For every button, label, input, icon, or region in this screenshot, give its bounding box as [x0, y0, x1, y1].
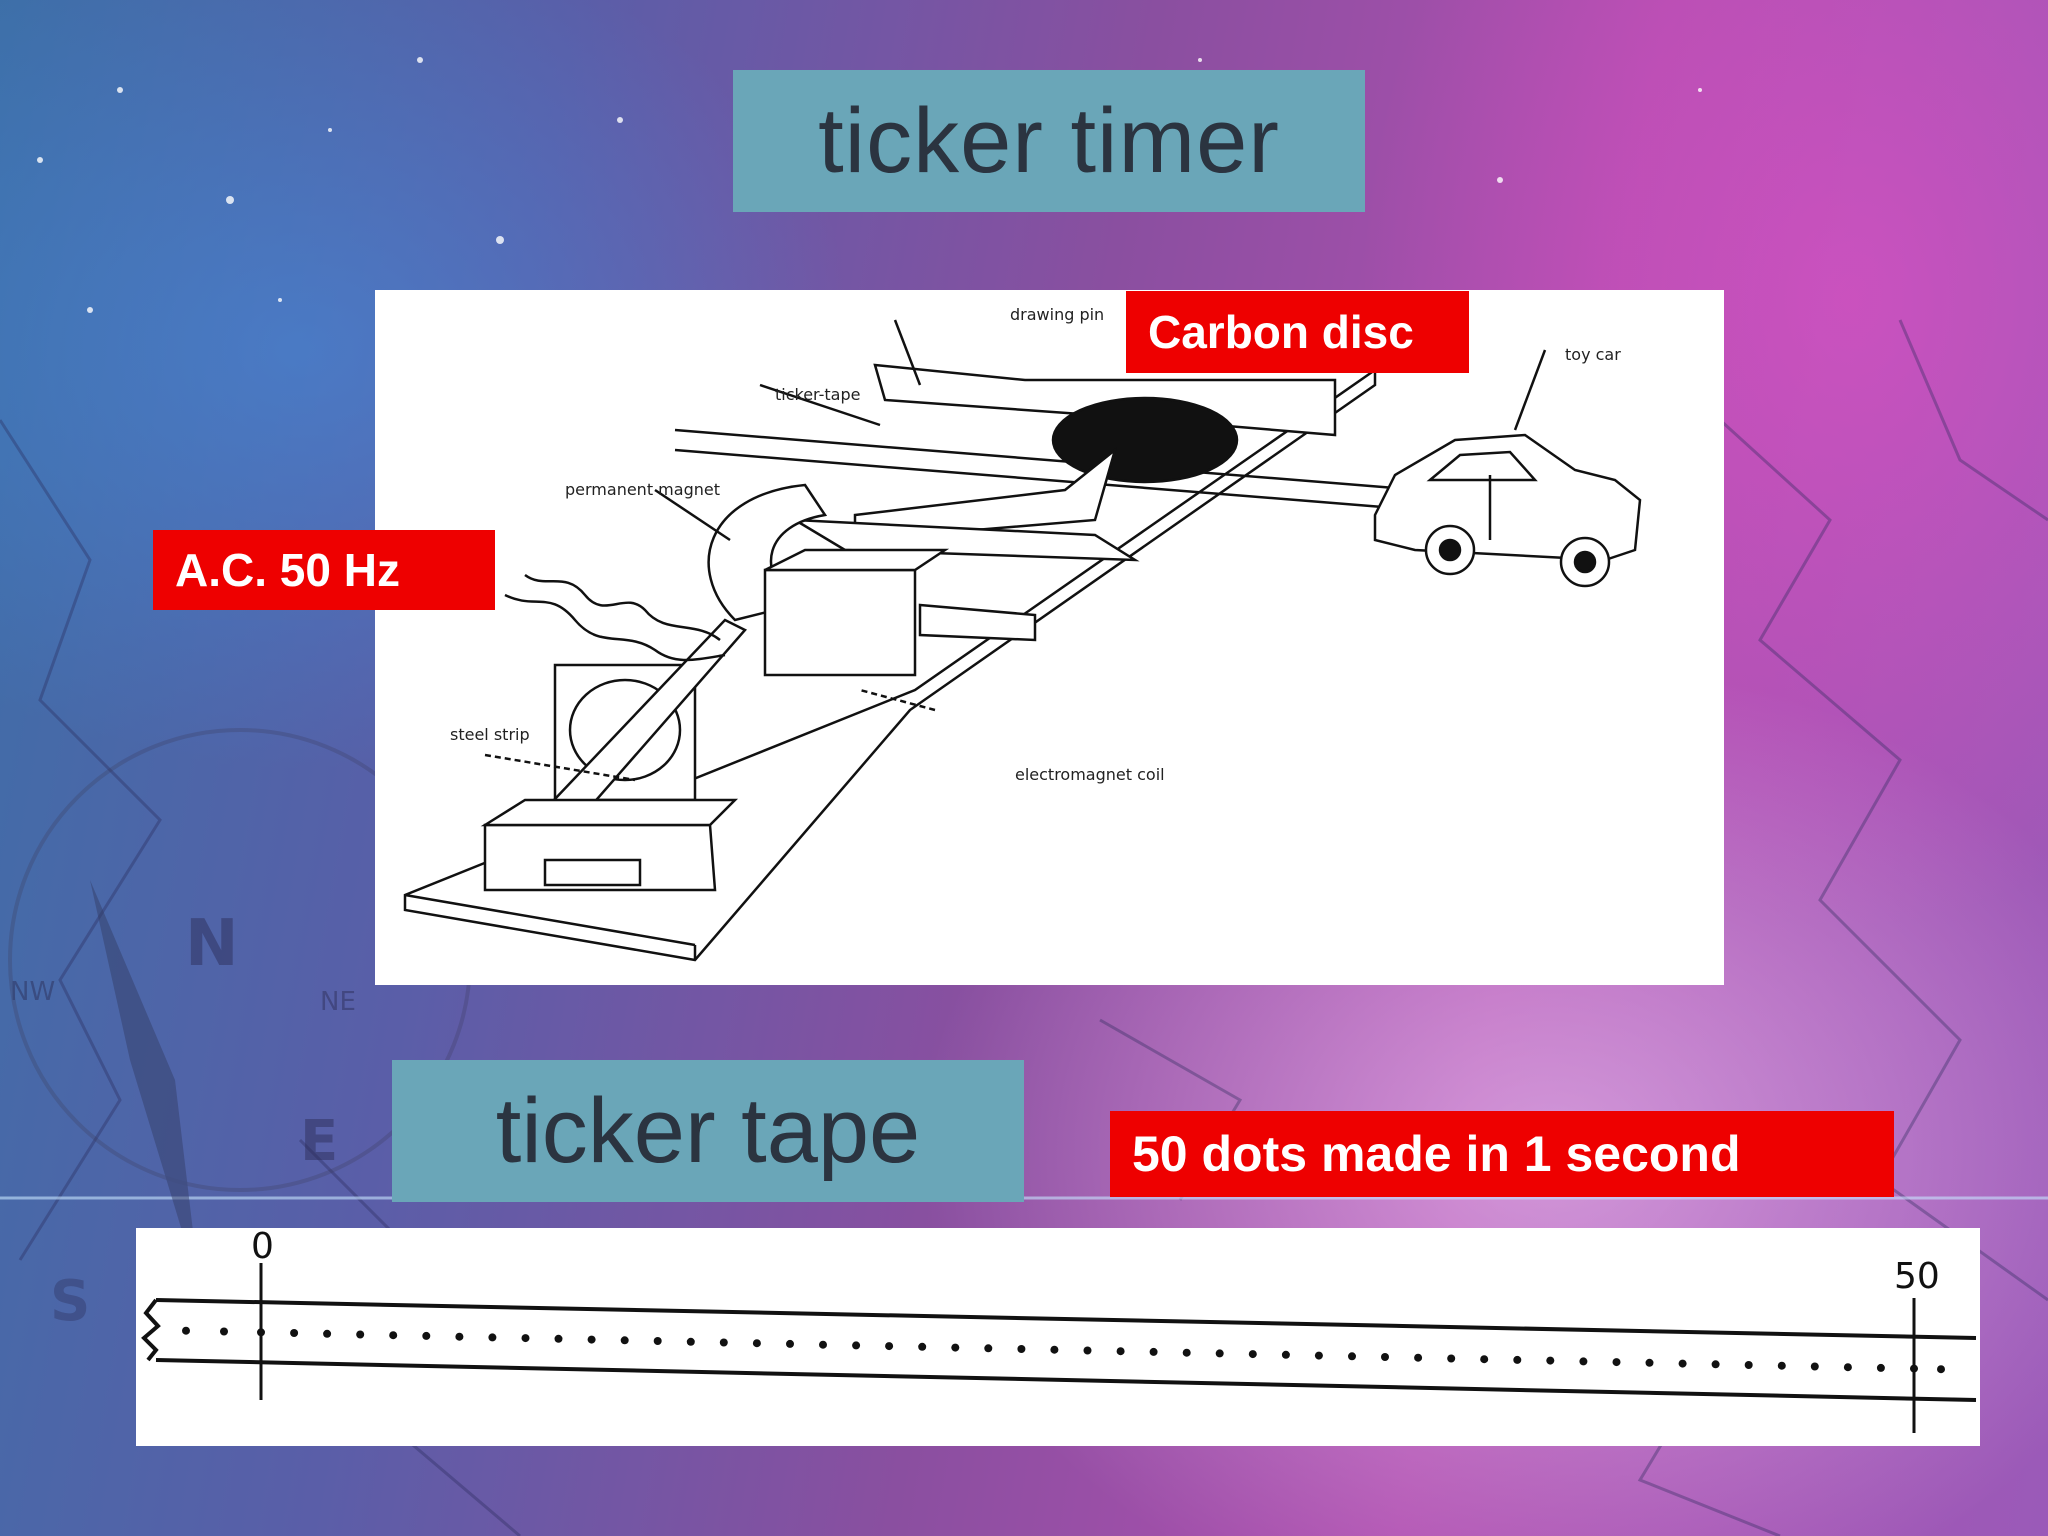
tape-dot [1447, 1354, 1456, 1363]
label-permanent-magnet: permanent magnet [565, 480, 720, 499]
tape-dot [1744, 1361, 1753, 1369]
ac-supply-label: A.C. 50 Hz [153, 530, 495, 610]
tape-dot [752, 1339, 761, 1348]
tape-dot [1910, 1364, 1918, 1373]
dots-rate-label: 50 dots made in 1 second [1110, 1111, 1894, 1197]
tape-dot [1678, 1359, 1687, 1368]
tape-dot [1480, 1355, 1489, 1364]
tape-dot [1017, 1345, 1026, 1353]
tape-dot [554, 1334, 563, 1343]
tape-dot [1149, 1347, 1158, 1356]
label-ticker-tape: ticker-tape [775, 385, 860, 404]
tape-dot [1182, 1348, 1191, 1357]
tape-dot [786, 1339, 794, 1348]
tape-dot [1414, 1353, 1423, 1362]
tape-dot [257, 1328, 265, 1337]
tape-dot [1215, 1349, 1224, 1358]
tape-dot [885, 1342, 894, 1351]
compass-icon: N NW NE E S [8, 728, 472, 1334]
compass-ne-label: NE [320, 987, 356, 1017]
tape-dot [356, 1330, 365, 1339]
compass-nw-label: NW [10, 977, 55, 1007]
toy-car-icon [1373, 433, 1642, 588]
diagram-drawing: drawing pin ticker-tape permanent magnet… [403, 305, 1642, 962]
label-electromagnet-coil: electromagnet coil [1015, 765, 1165, 784]
tape-dot [1876, 1363, 1885, 1372]
tape-dot [984, 1344, 993, 1353]
tape-dot [1843, 1363, 1852, 1372]
ticker-tape-heading: ticker tape [495, 1079, 921, 1182]
compass-s-label: S [50, 1269, 90, 1334]
tape-dot [852, 1341, 861, 1350]
tape-dot [1083, 1346, 1092, 1355]
label-steel-strip: steel strip [450, 725, 530, 744]
tape-end-mark: 50 [1894, 1256, 1940, 1297]
tape-dot [918, 1342, 927, 1351]
tape-dot [1937, 1365, 1945, 1374]
tape-dot [220, 1327, 228, 1336]
tape-dot [323, 1329, 332, 1338]
ticker-timer-diagram: drawing pin ticker-tape permanent magnet… [375, 290, 1724, 985]
tape-dot [719, 1338, 728, 1347]
tape-dot [1381, 1353, 1389, 1361]
tape-dot [422, 1331, 431, 1340]
tape-dot [1050, 1345, 1059, 1354]
tape-dot [1513, 1355, 1522, 1364]
ticker-tape-strip: 0 50 [136, 1226, 1980, 1446]
tape-dot [389, 1331, 398, 1340]
tape-dot [587, 1335, 596, 1344]
compass-n-label: N [185, 907, 239, 981]
tape-dot [1579, 1357, 1588, 1366]
tape-dot [455, 1332, 464, 1341]
tape-dot [1314, 1351, 1323, 1360]
tape-dot [290, 1329, 299, 1337]
tape-dot [1645, 1358, 1654, 1367]
label-toy-car: toy car [1565, 345, 1621, 364]
tape-dot [1546, 1356, 1555, 1365]
title-banner: ticker timer [733, 70, 1365, 212]
carbon-disc-label: Carbon disc [1126, 291, 1469, 373]
tape-dot [521, 1334, 530, 1343]
compass-e-label: E [300, 1109, 338, 1174]
tape-dot [1711, 1360, 1720, 1369]
page-title: ticker timer [818, 89, 1280, 192]
tape-dot [1777, 1361, 1786, 1370]
subtitle-banner: ticker tape [392, 1060, 1024, 1202]
tape-dot [1348, 1352, 1356, 1361]
tape-dot [653, 1337, 662, 1345]
tape-dots-group [182, 1326, 1945, 1374]
label-drawing-pin: drawing pin [1010, 305, 1104, 324]
ticker-tape-drawing: 0 50 [141, 1226, 1977, 1433]
tape-dot [819, 1340, 827, 1349]
tape-dot [1281, 1350, 1290, 1359]
tape-dot [1248, 1350, 1257, 1359]
tape-dot [686, 1337, 695, 1346]
tape-dot [182, 1326, 190, 1335]
tape-start-mark: 0 [251, 1228, 274, 1267]
tape-dot [1612, 1358, 1621, 1367]
tape-dot [1810, 1362, 1819, 1371]
tape-dot [951, 1343, 960, 1352]
tape-dot [1116, 1347, 1125, 1356]
tape-dot [620, 1336, 629, 1345]
tape-dot [488, 1333, 497, 1342]
